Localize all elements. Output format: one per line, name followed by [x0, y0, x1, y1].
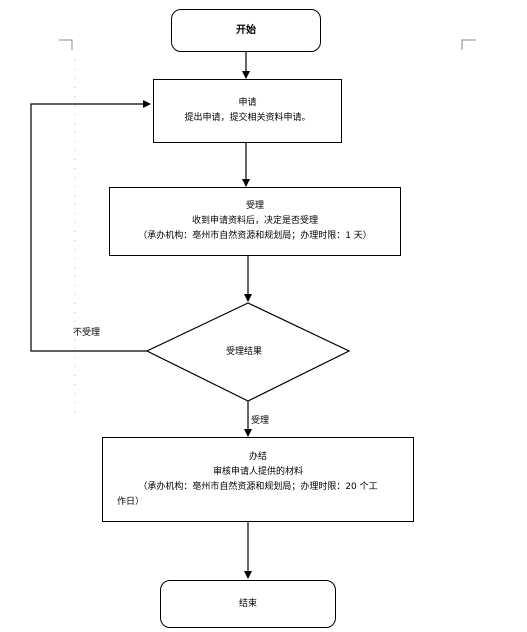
process-org-line2: 作日） — [117, 496, 145, 507]
process-org-line1: （承办机构：亳州市自然资源和规划局；办理时限：20 个工 — [138, 481, 378, 492]
page-corner-marks — [59, 39, 476, 50]
start-node: 开始 — [171, 9, 321, 52]
accept-org: （承办机构：亳州市自然资源和规划局；办理时限：1 天） — [138, 231, 372, 241]
apply-node: 申请 提出申请，提交相关资料申请。 — [153, 79, 342, 143]
start-label: 开始 — [236, 25, 256, 36]
end-label: 结束 — [238, 598, 257, 609]
edge-label-rejected: 不受理 — [73, 328, 101, 338]
decision-label: 受理结果 — [226, 347, 263, 357]
apply-title: 申请 — [238, 98, 257, 108]
process-node: 办结 审核申请人提供的材料 （承办机构：亳州市自然资源和规划局；办理时限：20 … — [102, 437, 414, 522]
process-desc: 审核申请人提供的材料 — [212, 466, 303, 477]
accept-node: 受理 收到申请资料后，决定是否受理 （承办机构：亳州市自然资源和规划局；办理时限… — [109, 187, 401, 256]
end-node: 结束 — [160, 580, 336, 628]
accept-desc: 收到申请资料后，决定是否受理 — [191, 216, 318, 226]
accept-title: 受理 — [245, 201, 264, 211]
edge-label-accepted: 受理 — [251, 416, 270, 426]
apply-desc: 提出申请，提交相关资料申请。 — [184, 113, 311, 123]
process-title: 办结 — [248, 451, 267, 462]
arrow-reject-loop — [30, 100, 151, 352]
